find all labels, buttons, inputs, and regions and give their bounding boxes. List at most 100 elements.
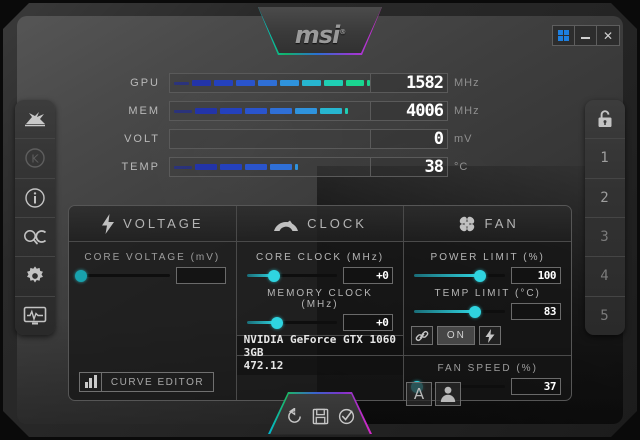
power-limit-slider[interactable]: [414, 269, 506, 283]
action-bar-face: [270, 393, 370, 435]
fan-speed-value[interactable]: 37: [511, 378, 562, 395]
profile-button-4[interactable]: 4: [585, 257, 625, 297]
core-clock-control: +0: [246, 267, 394, 284]
profile-button-1[interactable]: 1: [585, 139, 625, 179]
link-chain-icon: [415, 330, 429, 341]
bar-segment-partial: [295, 164, 298, 170]
core-clock-label: CORE CLOCK (MHz): [255, 252, 385, 263]
bar-segment: [270, 164, 292, 170]
bar-segment: [258, 80, 277, 86]
msi-logo-tab: msi®: [258, 7, 382, 55]
sidebar-item-info[interactable]: [15, 179, 55, 218]
slider-knob[interactable]: [469, 305, 482, 318]
core-clock-slider[interactable]: [246, 269, 338, 283]
link-limits-button[interactable]: [411, 326, 434, 345]
control-panels: VOLTAGE CORE VOLTAGE (mV) CURVE EDITOR: [68, 205, 572, 401]
bar-segment: [214, 80, 234, 86]
gpu-name-row: NVIDIA GeForce GTX 1060 3GB: [236, 333, 404, 359]
bar-segment: [174, 109, 192, 113]
temp-limit-slider[interactable]: [414, 305, 506, 319]
bar-chart-icon: [80, 373, 102, 391]
fan-mode-buttons: A: [406, 382, 461, 406]
temp-limit-label: TEMP LIMIT (°C): [434, 288, 541, 299]
profile-lock-button[interactable]: [585, 100, 625, 140]
core-clock-value[interactable]: +0: [343, 267, 394, 284]
profile-label: 2: [600, 189, 610, 206]
sidebar-item-msi-dragon[interactable]: [15, 100, 55, 140]
msi-brand-text: msi®: [294, 21, 347, 49]
slider-track: [246, 321, 338, 324]
power-limit-control: 100: [414, 267, 562, 284]
auto-fan-button[interactable]: A: [406, 382, 432, 406]
profile-button-5[interactable]: 5: [585, 297, 625, 335]
speedometer-icon: [274, 220, 299, 231]
minimize-button[interactable]: [575, 26, 597, 45]
bar-segment: [323, 80, 343, 86]
curve-editor-button[interactable]: CURVE EDITOR: [79, 372, 214, 392]
action-bar: [268, 392, 372, 435]
memory-clock-label: MEMORY CLOCK (MHz): [267, 288, 373, 310]
profile-button-2[interactable]: 2: [585, 179, 625, 218]
slider-knob[interactable]: [267, 269, 280, 282]
bar-segment: [236, 80, 256, 86]
monitoring-bar: [169, 101, 371, 121]
bar-segment: [320, 108, 342, 114]
sidebar-item-settings[interactable]: [15, 257, 55, 297]
link-state-button[interactable]: ON: [437, 326, 476, 345]
right-toolbar: 1 2 3 4 5: [585, 100, 625, 335]
reset-icon: [287, 408, 301, 423]
gpu-name: NVIDIA GeForce GTX 1060 3GB: [243, 332, 396, 359]
bar-segment: [174, 165, 192, 169]
core-voltage-label: CORE VOLTAGE (mV): [84, 252, 221, 263]
apply-button[interactable]: [338, 408, 355, 425]
voltage-panel: VOLTAGE CORE VOLTAGE (mV) CURVE EDITOR: [69, 206, 237, 400]
slider-knob[interactable]: [270, 316, 283, 329]
info-icon: [25, 188, 45, 208]
core-voltage-value[interactable]: [175, 267, 226, 284]
temp-limit-value[interactable]: 83: [511, 303, 562, 320]
gpu-info: NVIDIA GeForce GTX 1060 3GB 472.12: [236, 333, 404, 375]
monitoring-bar: [169, 129, 371, 149]
fan-panel-body: POWER LIMIT (%) 100 TEMP LIMIT (°C): [404, 242, 571, 400]
save-button[interactable]: [312, 408, 329, 425]
monitoring-value: 1582: [371, 73, 448, 93]
sidebar-item-oc-scanner[interactable]: [15, 218, 55, 258]
msi-dragon-icon: [25, 112, 45, 127]
kombustor-icon: K: [25, 148, 45, 169]
slider-fill: [246, 321, 277, 324]
close-button[interactable]: ✕: [597, 26, 619, 45]
memory-clock-value[interactable]: +0: [343, 314, 394, 331]
monitoring-bar: [169, 157, 371, 177]
slider-knob[interactable]: [74, 269, 87, 282]
sidebar-item-monitoring[interactable]: [15, 297, 55, 335]
power-limit-value[interactable]: 100: [511, 267, 562, 284]
clock-panel: CLOCK CORE CLOCK (MHz) +0 MEMORY CLOCK (…: [236, 206, 405, 400]
bar-segment: [220, 108, 242, 114]
profile-button-3[interactable]: 3: [585, 218, 625, 258]
monitoring-unit: °C: [454, 161, 469, 173]
monitoring-value: 4006: [371, 101, 448, 121]
sidebar-item-kombustor[interactable]: K: [15, 139, 55, 179]
monitoring-label: VOLT: [124, 133, 160, 145]
profile-label: 3: [600, 229, 610, 246]
monitoring-bar: [169, 73, 371, 93]
core-voltage-slider[interactable]: [74, 269, 170, 283]
bar-segment: [301, 80, 321, 86]
oc-scanner-icon: [24, 230, 47, 245]
minimize-icon: [581, 37, 590, 39]
bar-segment-partial: [367, 80, 370, 86]
windows-logo-button[interactable]: [553, 26, 575, 45]
slider-knob[interactable]: [473, 269, 486, 282]
fan-divider: [404, 355, 571, 356]
memory-clock-slider[interactable]: [246, 316, 338, 330]
bar-segment: [195, 164, 217, 170]
monitoring-label: GPU: [130, 77, 160, 89]
user-fan-profile-button[interactable]: [435, 382, 461, 406]
left-toolbar: K: [15, 100, 55, 335]
tab-face: [258, 7, 382, 53]
prioritize-button[interactable]: [479, 326, 502, 345]
reset-button[interactable]: [286, 408, 303, 425]
user-profile-icon: [440, 386, 456, 402]
